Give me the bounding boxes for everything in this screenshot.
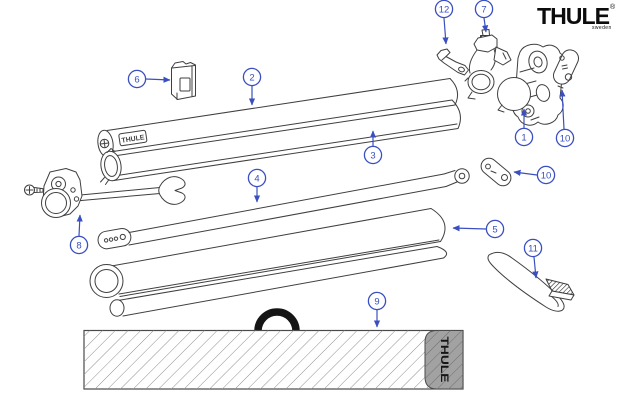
svg-text:8: 8 bbox=[76, 240, 81, 251]
thule-logo-subtext: sweden bbox=[592, 25, 612, 31]
callout-9: 9 bbox=[367, 291, 387, 328]
thule-logo: THULE ® sweden bbox=[537, 3, 616, 31]
svg-text:10: 10 bbox=[541, 170, 552, 181]
svg-text:3: 3 bbox=[370, 150, 375, 161]
part-5-roller-tube bbox=[89, 208, 448, 317]
part-6-mounting-clip bbox=[171, 61, 196, 100]
carry-handle-icon bbox=[254, 308, 300, 332]
callout-1: 1 bbox=[514, 108, 534, 147]
part-8-end-bracket bbox=[24, 168, 83, 218]
callout-10a: 10 bbox=[555, 89, 575, 148]
tension-rod-with-fork-end bbox=[69, 176, 186, 205]
part-3-channel-tube bbox=[100, 99, 461, 185]
callout-8: 8 bbox=[69, 214, 89, 255]
callout-layer: 12 7 6 2 1 10 3 4 10 8 5 11 9 bbox=[69, 0, 575, 328]
phillips-screw-icon bbox=[100, 139, 109, 148]
registered-mark: ® bbox=[610, 3, 616, 11]
svg-text:6: 6 bbox=[134, 74, 139, 85]
callout-11: 11 bbox=[523, 238, 543, 279]
svg-text:2: 2 bbox=[249, 72, 254, 83]
svg-text:12: 12 bbox=[439, 4, 450, 15]
part-12-strap-bracket bbox=[436, 48, 469, 76]
part-10-mounting-plate-upper bbox=[552, 49, 580, 85]
part-11-support-blade bbox=[487, 251, 575, 312]
callout-10b: 10 bbox=[513, 165, 556, 185]
thule-logo-text: THULE bbox=[537, 3, 610, 29]
callout-12: 12 bbox=[434, 0, 454, 45]
callout-3: 3 bbox=[363, 130, 383, 165]
callout-4: 4 bbox=[247, 168, 267, 203]
svg-text:7: 7 bbox=[481, 4, 486, 15]
callout-6: 6 bbox=[127, 69, 171, 89]
part-2-top-tube: THULE bbox=[97, 78, 459, 158]
callout-7: 7 bbox=[474, 0, 494, 33]
svg-text:9: 9 bbox=[374, 296, 379, 307]
part-1-gear-mechanism bbox=[497, 43, 566, 126]
callout-2: 2 bbox=[242, 67, 262, 106]
tube-print-label: THULE bbox=[121, 134, 145, 144]
callout-5: 5 bbox=[452, 219, 505, 239]
fabric-tag-label: THULE bbox=[438, 337, 450, 383]
part-9-fabric-roll-box: THULE bbox=[83, 308, 464, 390]
svg-text:11: 11 bbox=[528, 243, 538, 254]
screw-icon bbox=[24, 184, 46, 196]
svg-text:10: 10 bbox=[560, 133, 571, 144]
svg-text:1: 1 bbox=[521, 132, 526, 143]
svg-text:5: 5 bbox=[492, 224, 497, 235]
svg-text:4: 4 bbox=[254, 173, 259, 184]
part-10-mounting-plate-lower bbox=[480, 157, 512, 187]
part-4-support-rod bbox=[97, 168, 470, 250]
